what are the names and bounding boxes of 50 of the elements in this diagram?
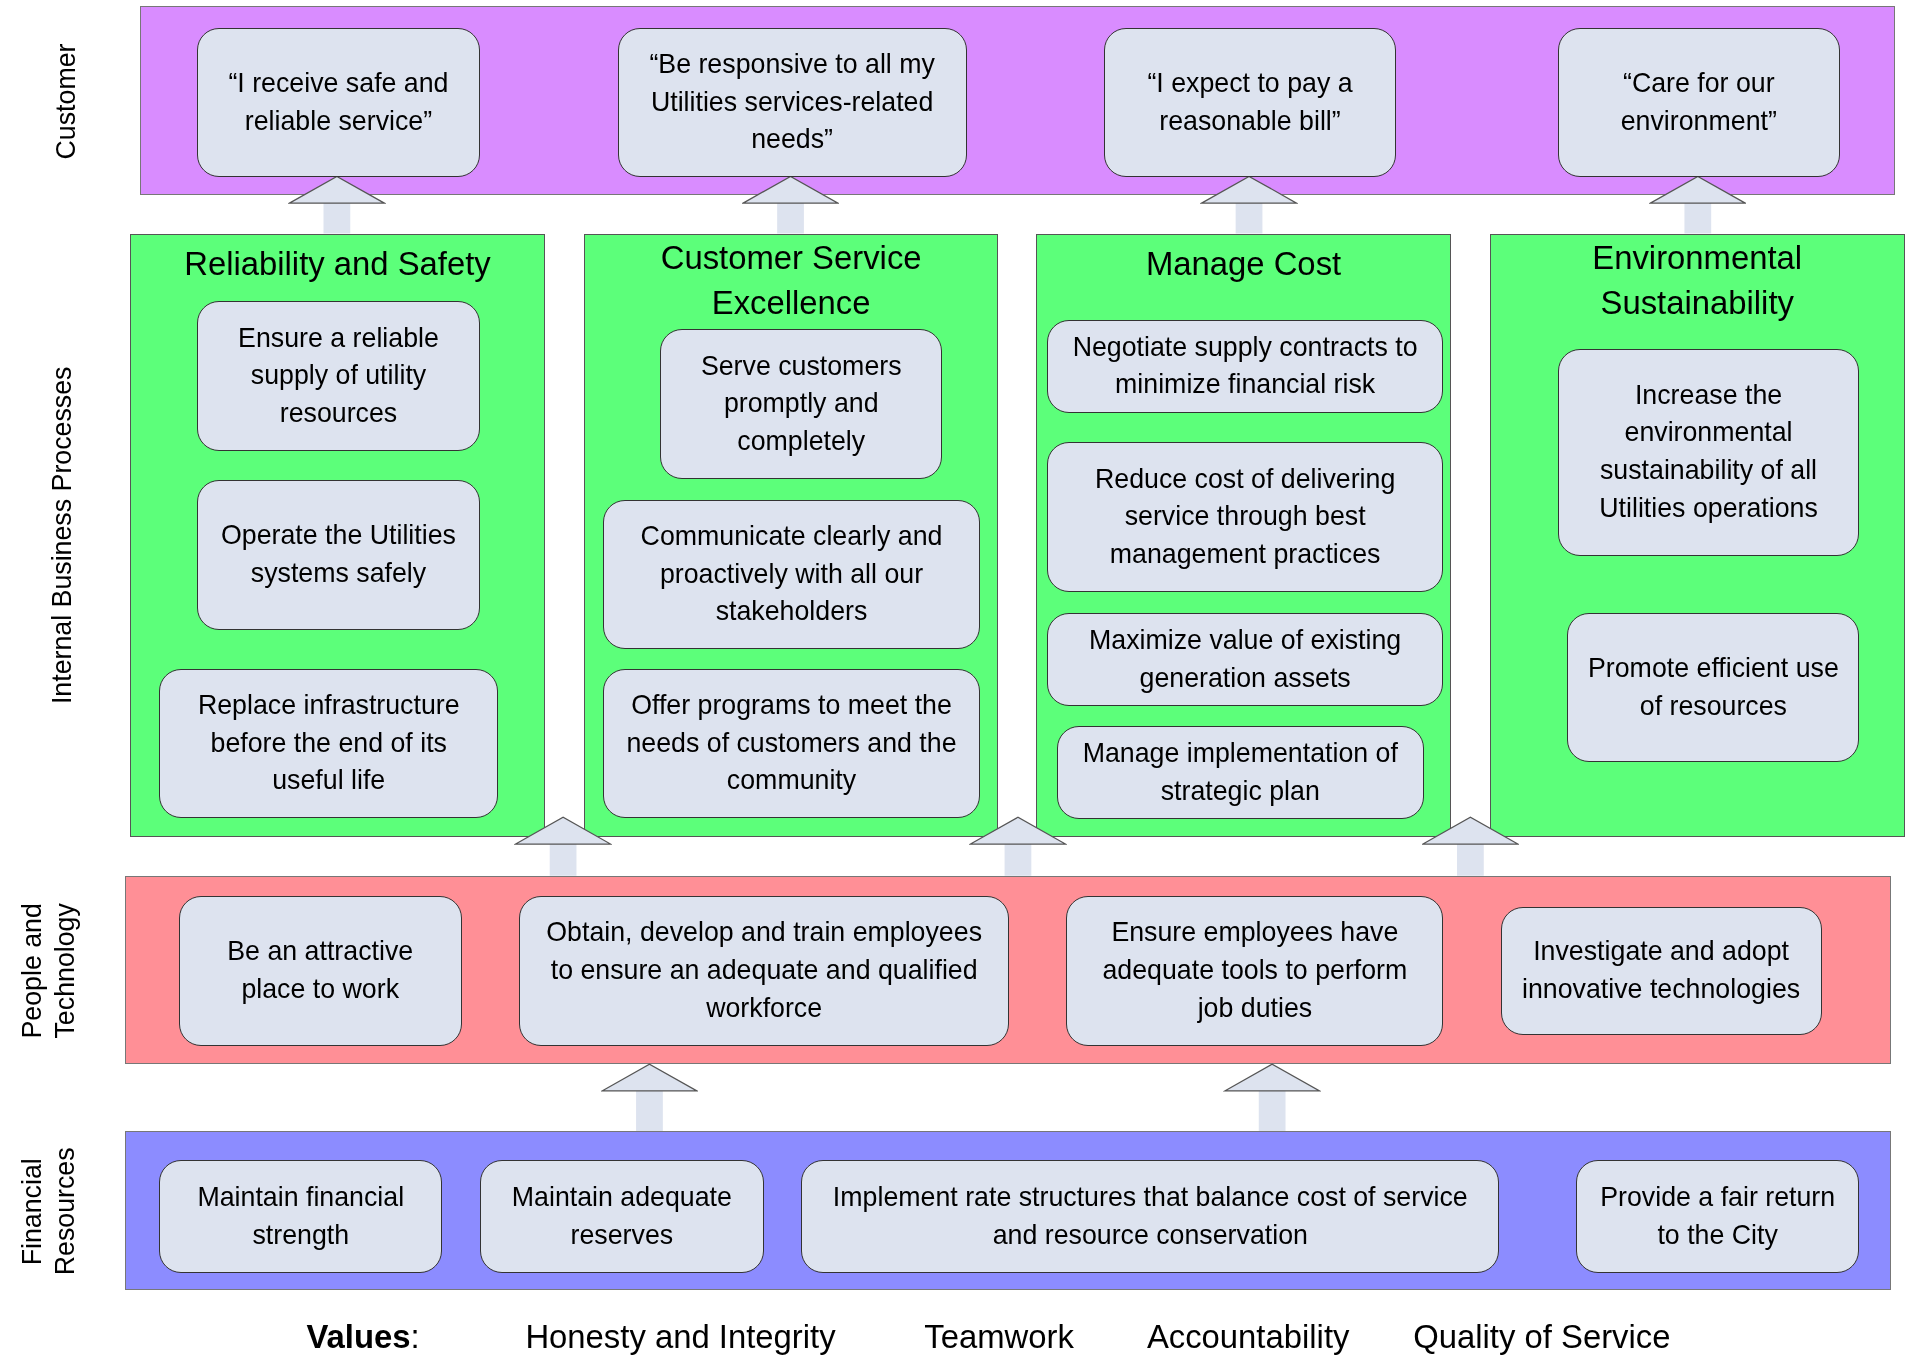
objective-box: Be an attractive place to work [178,896,462,1046]
objective-box: Operate the Utilities systems safely [196,480,481,630]
value-label: Teamwork [924,1316,1074,1355]
block-arrow [601,1063,698,1132]
objective-box: Maintain financial strength [159,1160,443,1274]
objective-box: Maintain adequate reserves [480,1160,764,1274]
block-arrow [1649,175,1746,234]
block-arrow [288,175,385,234]
objective-box: Ensure a reliable supply of utility resources [196,301,481,451]
band-label: Customer [50,42,83,162]
block-arrow [969,816,1066,876]
value-label: Accountability [1146,1316,1350,1355]
objective-box: “Care for our environment” [1557,27,1840,178]
objective-box: Increase the environmental sustainability of all Utilities operations [1557,348,1860,556]
band-label: Internal Business Processes [45,365,78,706]
block-arrow [1422,816,1519,876]
objective-box: Provide a fair return to the City [1575,1160,1860,1274]
band-label: People and Technology [15,902,81,1041]
objective-box: Manage implementation of strategic plan [1056,725,1424,820]
category-panel [130,233,545,837]
band-label: Financial Resources [15,1146,81,1278]
block-arrow [1201,175,1298,234]
objective-box: Investigate and adopt innovative technologies [1500,907,1822,1035]
objective-box: Replace infrastructure before the end of its useful life [159,668,499,819]
objective-box: Serve customers promptly and completely [660,329,943,479]
objective-box: Reduce cost of delivering service through best management practices [1046,442,1444,593]
objective-box: Communicate clearly and proactively with all our stakeholders [603,499,980,650]
category-heading: Environmental Sustainability [1591,237,1804,323]
objective-box: Promote efficient use of resources [1567,612,1860,763]
category-heading: Customer Service Excellence [659,237,923,323]
value-label: Quality of Service [1413,1316,1671,1355]
objective-box: “Be responsive to all my Utilities services-related needs” [617,27,967,178]
objective-box: Maximize value of existing generation assets [1046,612,1444,707]
objective-box: Ensure employees have adequate tools to perform job duties [1066,896,1444,1046]
value-label: Honesty and Integrity [525,1316,836,1355]
objective-box: Offer programs to meet the needs of customers and the community [603,668,980,819]
block-arrow [742,175,839,234]
objective-box: Implement rate structures that balance cost of service and resource conservation [801,1160,1500,1274]
values-heading: Values: [306,1316,420,1355]
category-heading: Reliability and Safety [183,243,492,284]
category-panel [1036,233,1451,837]
objective-box: Obtain, develop and train employees to ensure an adequate and qualified workforce [519,896,1010,1046]
objective-box: “I receive safe and reliable service” [196,27,481,178]
category-panel [583,233,999,837]
block-arrow [1224,1063,1321,1132]
block-arrow [515,816,612,876]
objective-box: “I expect to pay a reasonable bill” [1104,27,1396,178]
category-heading: Manage Cost [1144,243,1343,284]
objective-box: Negotiate supply contracts to minimize financial risk [1046,319,1444,414]
category-panel [1489,233,1905,837]
